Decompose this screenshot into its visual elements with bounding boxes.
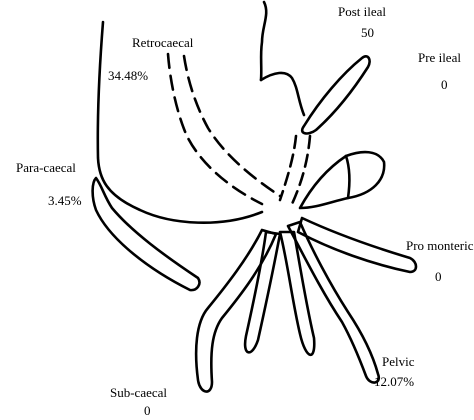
value-promonteric: 0 xyxy=(435,269,442,284)
caecum-wall xyxy=(96,20,264,224)
label-post-ileal: Post ileal xyxy=(338,4,386,19)
ileum-left-wall xyxy=(259,0,268,82)
sub-caecal-appendix xyxy=(194,228,278,393)
pelvic-strand-1 xyxy=(243,230,282,354)
label-pre-ileal: Pre ileal xyxy=(418,50,461,65)
para-caecal-appendix xyxy=(91,176,201,292)
pelvic-strand-2 xyxy=(278,230,316,357)
retrocaecal-appendix xyxy=(166,52,264,206)
post-ileal-appendix xyxy=(298,150,386,210)
label-sub-caecal: Sub-caecal xyxy=(110,385,167,400)
label-para-caecal: Para-caecal xyxy=(16,160,76,175)
value-retrocaecal: 34.48% xyxy=(108,68,148,83)
value-para-caecal: 3.45% xyxy=(48,193,82,208)
retro-connector xyxy=(278,134,298,202)
retrocaecal-appendix-2 xyxy=(182,54,282,198)
value-pelvic: 12.07% xyxy=(374,374,414,389)
promonteric-appendix xyxy=(296,216,418,274)
post-ileal-inner xyxy=(344,154,351,200)
pelvic-appendix xyxy=(286,220,381,384)
retro-connector-2 xyxy=(290,134,312,206)
value-pre-ileal: 0 xyxy=(441,77,448,92)
ileum-right-wall xyxy=(259,71,306,117)
label-pelvic: Pelvic xyxy=(382,354,415,369)
pre-ileal-appendix xyxy=(300,55,371,135)
label-retrocaecal: Retrocaecal xyxy=(132,35,194,50)
value-sub-caecal: 0 xyxy=(144,403,151,418)
value-post-ileal: 50 xyxy=(361,25,374,40)
label-promonteric: Pro monteric xyxy=(406,238,474,253)
